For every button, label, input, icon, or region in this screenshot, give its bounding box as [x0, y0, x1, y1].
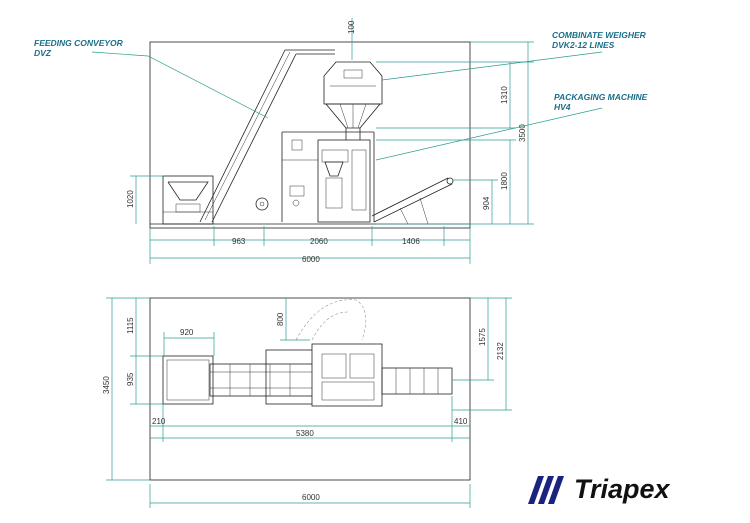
dim-upper-offset: 1115 — [126, 317, 135, 334]
dim-top-room-width: 6000 — [302, 493, 320, 502]
outfeed-top-drawing — [381, 367, 453, 395]
dim-left-margin: 210 — [152, 417, 166, 426]
dim-right-upper: 1575 — [478, 328, 487, 346]
dim-machine-width: 2060 — [310, 237, 328, 246]
packaging-machine-label-line2: HV4 — [554, 102, 571, 112]
dim-right-margin: 410 — [454, 417, 468, 426]
hopper-top-drawing — [162, 355, 214, 405]
feeding-conveyor-drawing — [199, 49, 335, 223]
dim-table-height: 904 — [482, 196, 491, 210]
dim-machine-height: 1800 — [500, 172, 509, 190]
weigher-top-drawing — [311, 343, 383, 407]
triapex-logo: Triapex — [528, 474, 728, 506]
dim-top-gap: 100 — [347, 20, 356, 34]
dim-right-total: 2132 — [496, 342, 505, 360]
combinate-weigher-label-line2: DVK2-12 LINES — [552, 40, 615, 50]
packaging-machine-drawing — [317, 139, 371, 223]
outfeed-conveyor-drawing — [371, 177, 454, 225]
brand-name: Triapex — [574, 474, 670, 504]
dim-hopper-height: 1020 — [126, 190, 135, 208]
dim-total-height: 3500 — [518, 124, 527, 142]
dim-hopper-width: 963 — [232, 237, 246, 246]
dim-side-room-width: 6000 — [302, 255, 320, 264]
feed-hopper-drawing — [162, 175, 214, 225]
combinate-weigher-label-line1: COMBINATE WEIGHER — [552, 30, 647, 40]
conveyor-top-drawing — [209, 363, 321, 397]
dim-outfeed-length: 1406 — [402, 237, 420, 246]
packaging-machine-leader — [375, 107, 603, 161]
combinate-weigher-leader — [381, 51, 603, 81]
feeding-conveyor-label-line1: FEEDING CONVEYOR — [34, 38, 124, 48]
dim-hopper-depth: 935 — [126, 372, 135, 386]
dim-arc-radius: 800 — [276, 312, 285, 326]
dim-top-hopper-width: 920 — [180, 328, 194, 337]
packaging-machine-label-line1: PACKAGING MACHINE — [554, 92, 648, 102]
side-view: FEEDING CONVEYOR DVZ COMBINATE WEIGHER D… — [34, 18, 648, 264]
side-room-outline — [149, 41, 471, 229]
swing-arc — [295, 299, 367, 341]
combinate-weigher-drawing — [323, 61, 383, 140]
dim-weigher-height: 1310 — [500, 86, 509, 104]
dim-room-depth: 3450 — [102, 376, 111, 394]
feeding-conveyor-label-line2: DVZ — [34, 48, 52, 58]
support-frame-drawing — [281, 131, 375, 222]
dim-line-length: 5380 — [296, 429, 314, 438]
top-room-outline — [149, 297, 471, 481]
triapex-logo-mark — [528, 476, 564, 504]
top-view: 800 920 1115 935 3450 1575 2132 210 5380… — [102, 297, 512, 508]
feeding-conveyor-leader — [91, 51, 269, 119]
